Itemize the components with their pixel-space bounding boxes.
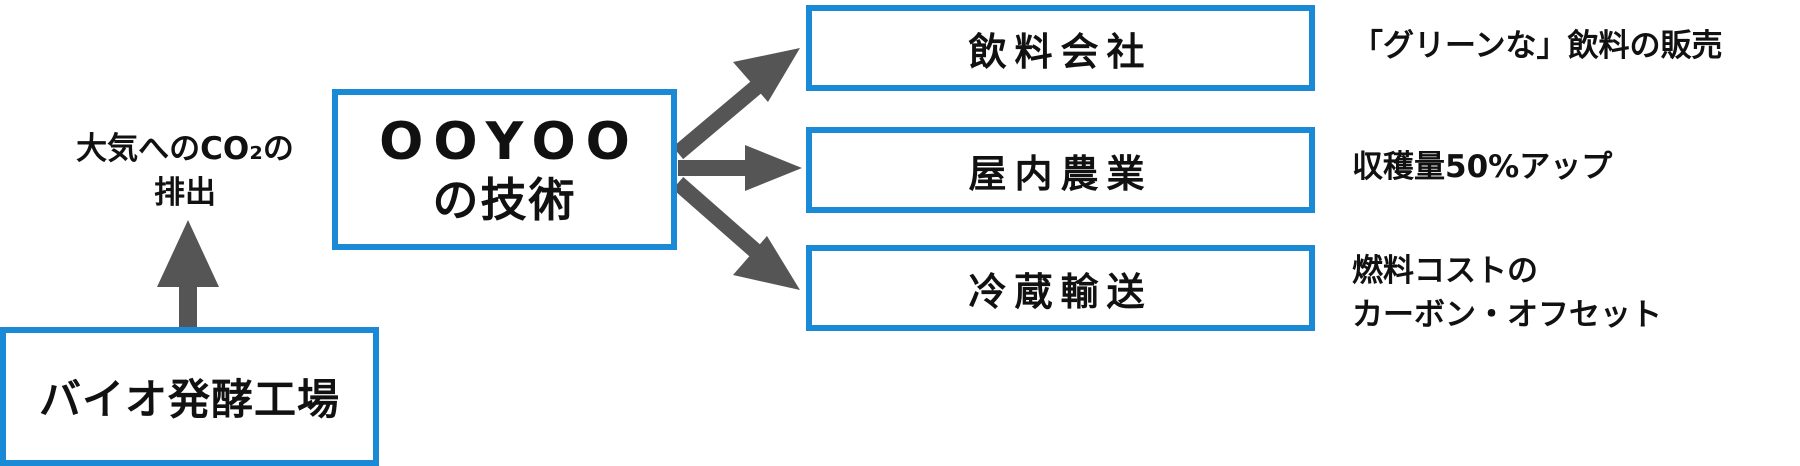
co2-emission-label: 大気へのCO₂の 排出	[40, 129, 330, 214]
target-label-beverage-company: 飲料会社	[968, 29, 1153, 74]
co2-emission-line-2: 排出	[154, 175, 216, 212]
target-box-indoor-farming: 屋内農業	[806, 127, 1315, 213]
co2-emission-line-1: 大気へのCO₂の	[76, 131, 294, 167]
outcome-cold-transport-line-1: 燃料コストの	[1352, 253, 1538, 289]
arrow-to-indoor-farming	[678, 145, 802, 191]
target-label-indoor-farming: 屋内農業	[968, 151, 1153, 196]
bio-fermentation-plant-box: バイオ発酵工場	[0, 327, 379, 466]
outcome-cold-transport: 燃料コストの カーボン・オフセット	[1352, 251, 1662, 336]
technology-subtitle: の技術	[432, 172, 577, 227]
arrow-to-beverage	[672, 48, 800, 160]
target-label-cold-transport: 冷蔵輸送	[968, 269, 1153, 314]
outcome-cold-transport-line-2: カーボン・オフセット	[1352, 297, 1662, 334]
technology-name: OOYOO	[379, 112, 640, 173]
target-box-cold-transport: 冷蔵輸送	[806, 245, 1315, 331]
technology-box: OOYOO の技術	[332, 89, 677, 250]
bio-fermentation-plant-label: バイオ発酵工場	[38, 375, 340, 424]
outcome-indoor-farming: 収穫量50%アップ	[1352, 149, 1613, 185]
arrow-to-cold-transport	[672, 176, 800, 290]
target-box-beverage-company: 飲料会社	[806, 5, 1315, 91]
emission-arrow	[157, 220, 219, 328]
outcome-beverage-company: 「グリーンな」飲料の販売	[1352, 28, 1723, 64]
